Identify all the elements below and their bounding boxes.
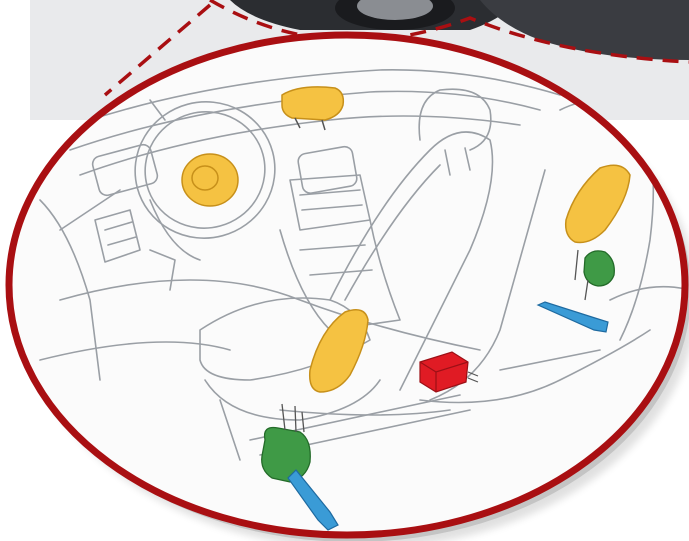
driver-airbag-icon xyxy=(182,154,238,206)
magnified-interior xyxy=(9,35,689,541)
